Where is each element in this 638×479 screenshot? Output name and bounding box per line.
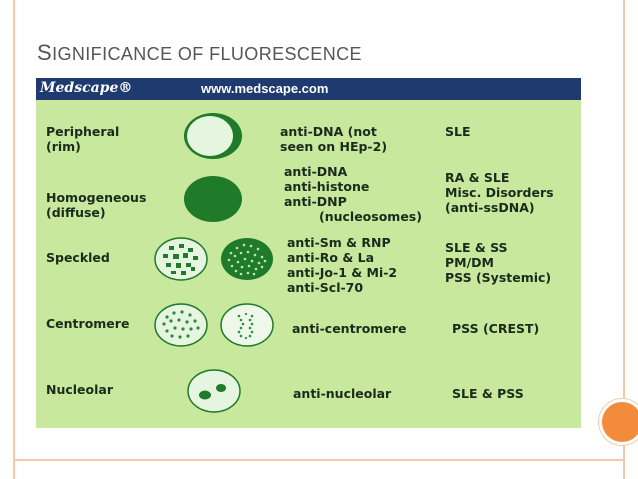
- fine-speckled-nucleus-icon: [221, 238, 273, 280]
- medscape-url: www.medscape.com: [201, 81, 329, 96]
- diseases-nucleolar: SLE & PSS: [452, 386, 524, 401]
- frame-right-line: [623, 0, 625, 479]
- ana-pattern-table: Medscape® www.medscape.com Peripheral(ri…: [36, 78, 581, 428]
- pattern-label-speckled: Speckled: [46, 250, 110, 265]
- nucleolar-nucleus-icon: [187, 369, 241, 413]
- centromere-interphase-nucleus-icon: [154, 303, 208, 347]
- diseases-centromere: PSS (CREST): [452, 321, 540, 336]
- slide-title: SIGNIFICANCE OF FLUORESCENCE: [37, 40, 362, 66]
- slide-title-initial: S: [37, 40, 53, 65]
- medscape-logo: Medscape®: [40, 80, 133, 96]
- pattern-label-peripheral: Peripheral(rim): [46, 124, 120, 154]
- decorative-orange-circle: [599, 399, 638, 445]
- frame-left-line: [13, 0, 15, 479]
- antibodies-centromere: anti-centromere: [292, 321, 407, 336]
- frame-bottom-line: [13, 459, 625, 461]
- slide-title-rest: IGNIFICANCE OF FLUORESCENCE: [52, 44, 362, 64]
- diseases-peripheral: SLE: [445, 124, 471, 139]
- centromere-mitotic-nucleus-icon: [220, 303, 274, 347]
- medscape-header-bar: Medscape® www.medscape.com: [36, 78, 581, 100]
- homogeneous-nucleus-icon: [184, 176, 242, 222]
- coarse-speckled-nucleus-icon: [154, 237, 208, 281]
- antibodies-nucleolar: anti-nucleolar: [293, 386, 392, 401]
- peripheral-nucleus-icon: [184, 113, 242, 159]
- pattern-label-centromere: Centromere: [46, 316, 130, 331]
- pattern-label-homogeneous: Homogeneous(diffuse): [46, 190, 147, 220]
- pattern-label-nucleolar: Nucleolar: [46, 382, 114, 397]
